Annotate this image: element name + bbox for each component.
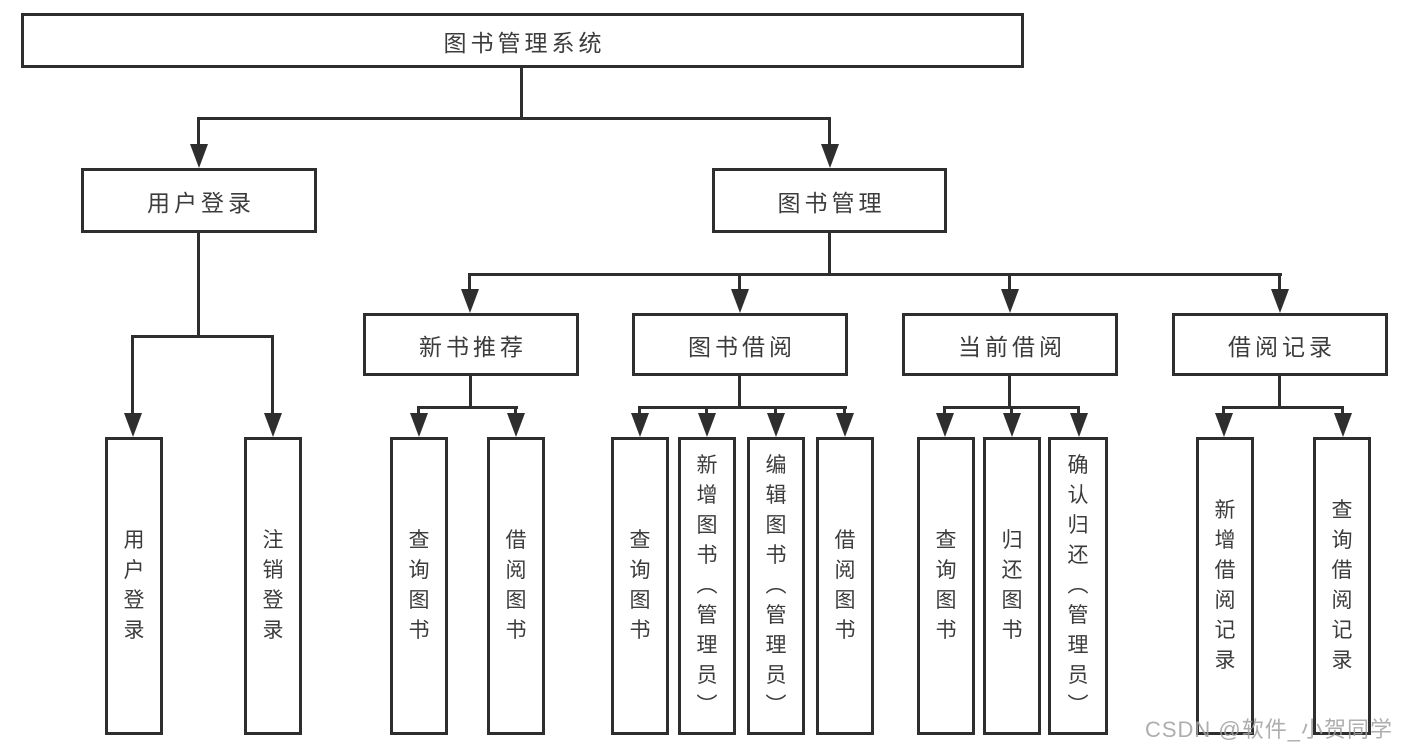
connector-g2-stem-2 — [705, 406, 708, 415]
connector-g2-hline — [638, 406, 847, 409]
arrow-down-icon — [410, 413, 428, 437]
node-book-borrow-label: 图书借阅 — [688, 333, 796, 360]
arrow-down-icon — [836, 413, 854, 437]
arrow-down-icon — [1070, 413, 1088, 437]
connector-g4-vline — [1278, 376, 1281, 409]
node-new-book-recommend: 新书推荐 — [363, 313, 579, 376]
connector-g2-stem-3 — [774, 406, 777, 415]
leaf-borrow-books-2-label: 借阅图书 — [834, 529, 856, 642]
arrow-down-icon — [507, 413, 525, 437]
node-root: 图书管理系统 — [21, 13, 1024, 68]
node-current-borrow: 当前借阅 — [902, 313, 1118, 376]
connector-g2-vline — [738, 376, 741, 409]
node-root-label: 图书管理系统 — [443, 29, 606, 56]
leaf-user-login: 用户登录 — [105, 437, 163, 735]
arrow-down-icon — [698, 413, 716, 437]
arrow-down-icon — [1334, 413, 1352, 437]
leaf-confirm-return-admin: 确认归还︵管理员︶ — [1048, 437, 1108, 735]
leaf-query-books-1: 查询图书 — [390, 437, 448, 735]
connector-root-vline — [520, 68, 523, 120]
node-user-login: 用户登录 — [81, 168, 317, 233]
connector-g2-stem-1 — [638, 406, 641, 415]
connector-g3-vline — [1008, 376, 1011, 409]
leaf-return-books: 归还图书 — [983, 437, 1041, 735]
arrow-down-icon — [461, 289, 479, 313]
leaf-edit-books-admin-label: 编辑图书︵管理员︶ — [765, 454, 787, 717]
node-current-borrow-label: 当前借阅 — [958, 333, 1066, 360]
leaf-return-books-label: 归还图书 — [1001, 529, 1023, 642]
connector-g1-stem-1 — [417, 406, 420, 415]
connector-g4-stem-2 — [1341, 406, 1344, 415]
leaf-edit-books-admin: 编辑图书︵管理员︶ — [747, 437, 805, 735]
leaf-add-borrow-record-label: 新增借阅记录 — [1214, 499, 1236, 672]
leaf-add-books-admin-label: 新增图书︵管理员︶ — [696, 454, 718, 717]
leaf-query-borrow-record-label: 查询借阅记录 — [1331, 499, 1353, 672]
leaf-add-books-admin: 新增图书︵管理员︶ — [678, 437, 736, 735]
connector-user-login-vline — [197, 233, 200, 338]
leaf-confirm-return-admin-label: 确认归还︵管理员︶ — [1067, 454, 1089, 717]
csdn-watermark: CSDN @软件_小贺同学 — [1144, 717, 1393, 742]
arrow-down-icon — [936, 413, 954, 437]
arrow-down-icon — [1001, 289, 1019, 313]
arrow-down-icon — [821, 144, 839, 168]
node-book-borrow: 图书借阅 — [632, 313, 848, 376]
node-book-management: 图书管理 — [712, 168, 947, 233]
connector-g4-stem-1 — [1222, 406, 1225, 415]
connector-book-mgmt-stem-2 — [738, 273, 741, 291]
leaf-query-books-1-label: 查询图书 — [408, 529, 430, 642]
leaf-borrow-books-2: 借阅图书 — [816, 437, 874, 735]
connector-g3-stem-1 — [943, 406, 946, 415]
leaf-borrow-books-1: 借阅图书 — [487, 437, 545, 735]
connector-g1-hline — [417, 406, 518, 409]
connector-book-mgmt-stem-4 — [1278, 273, 1281, 291]
arrow-down-icon — [1003, 413, 1021, 437]
leaf-user-login-label: 用户登录 — [123, 529, 145, 642]
arrow-down-icon — [264, 413, 282, 437]
connector-g3-stem-3 — [1077, 406, 1080, 415]
leaf-query-borrow-record: 查询借阅记录 — [1313, 437, 1371, 735]
connector-g1-stem-2 — [514, 406, 517, 415]
connector-book-mgmt-vline — [828, 233, 831, 276]
node-borrow-records: 借阅记录 — [1172, 313, 1388, 376]
leaf-logout: 注销登录 — [244, 437, 302, 735]
node-book-management-label: 图书管理 — [777, 189, 886, 216]
node-borrow-records-label: 借阅记录 — [1228, 333, 1336, 360]
arrow-down-icon — [1271, 289, 1289, 313]
leaf-query-books-2-label: 查询图书 — [629, 529, 651, 642]
connector-book-mgmt-stem-1 — [468, 273, 471, 291]
connector-root-stem-left — [197, 117, 200, 147]
node-new-book-recommend-label: 新书推荐 — [419, 333, 527, 360]
arrow-down-icon — [124, 413, 142, 437]
arrow-down-icon — [767, 413, 785, 437]
arrow-down-icon — [190, 144, 208, 168]
leaf-query-books-2: 查询图书 — [611, 437, 669, 735]
connector-user-login-hline — [131, 335, 274, 338]
leaf-query-books-3: 查询图书 — [917, 437, 975, 735]
connector-user-login-stem-1 — [131, 335, 134, 415]
connector-book-mgmt-stem-3 — [1008, 273, 1011, 291]
connector-root-stem-right — [828, 117, 831, 147]
connector-g3-stem-2 — [1010, 406, 1013, 415]
node-user-login-label: 用户登录 — [147, 189, 255, 216]
leaf-logout-label: 注销登录 — [262, 529, 284, 642]
connector-root-hline — [197, 117, 831, 120]
connector-book-mgmt-hline — [468, 273, 1282, 276]
arrow-down-icon — [1215, 413, 1233, 437]
leaf-add-borrow-record: 新增借阅记录 — [1196, 437, 1254, 735]
arrow-down-icon — [731, 289, 749, 313]
connector-g4-hline — [1222, 406, 1344, 409]
connector-g1-vline — [469, 376, 472, 409]
arrow-down-icon — [631, 413, 649, 437]
leaf-query-books-3-label: 查询图书 — [935, 529, 957, 642]
leaf-borrow-books-1-label: 借阅图书 — [505, 529, 527, 642]
connector-g2-stem-4 — [843, 406, 846, 415]
connector-user-login-stem-2 — [271, 335, 274, 415]
